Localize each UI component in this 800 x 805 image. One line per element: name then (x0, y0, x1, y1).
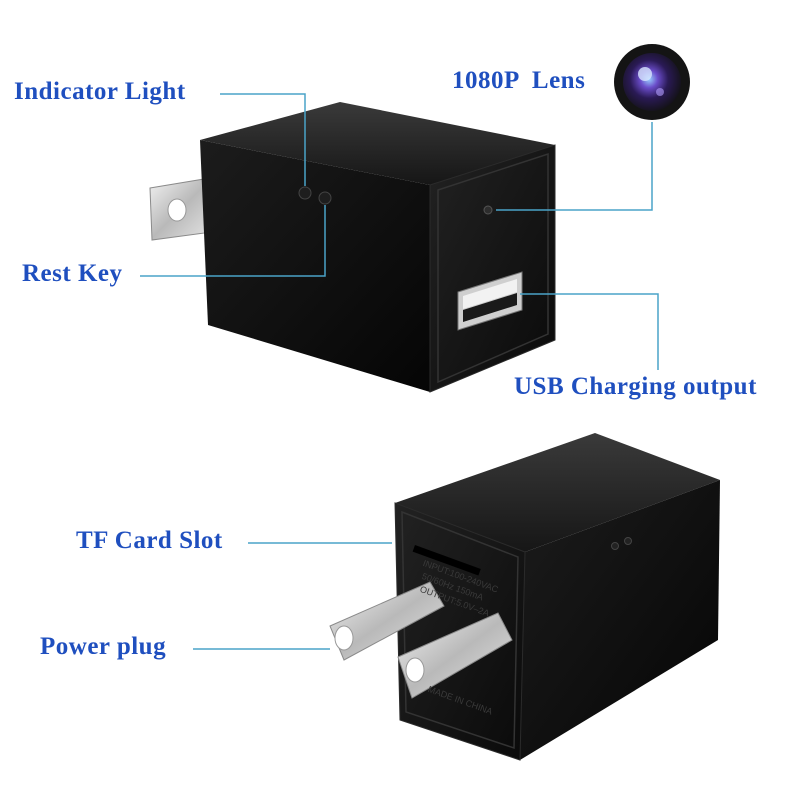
leader-lines (140, 93, 659, 650)
device-side-face (200, 140, 430, 392)
rest-key-dot (318, 191, 332, 205)
device-front-face (429, 144, 556, 393)
rest-key-label: Rest Key (22, 260, 123, 287)
power-plug-label: Power plug (40, 633, 167, 660)
lens-pinhole (483, 205, 493, 215)
plug-prong-icon (329, 581, 513, 699)
device-top-face (200, 102, 555, 185)
lens-label: 1080P Lens (452, 67, 586, 94)
usb-output-label: USB Charging output (514, 373, 757, 400)
tf-card-slot-label: TF Card Slot (76, 527, 223, 554)
indicator-light-dot (298, 186, 312, 200)
usb-port-icon (457, 271, 523, 331)
device2-right-face (520, 480, 720, 760)
device2-top-face (395, 433, 720, 552)
indicator-light-label: Indicator Light (14, 78, 186, 105)
tf-card-slot (412, 545, 481, 576)
lens-icon (614, 44, 690, 120)
